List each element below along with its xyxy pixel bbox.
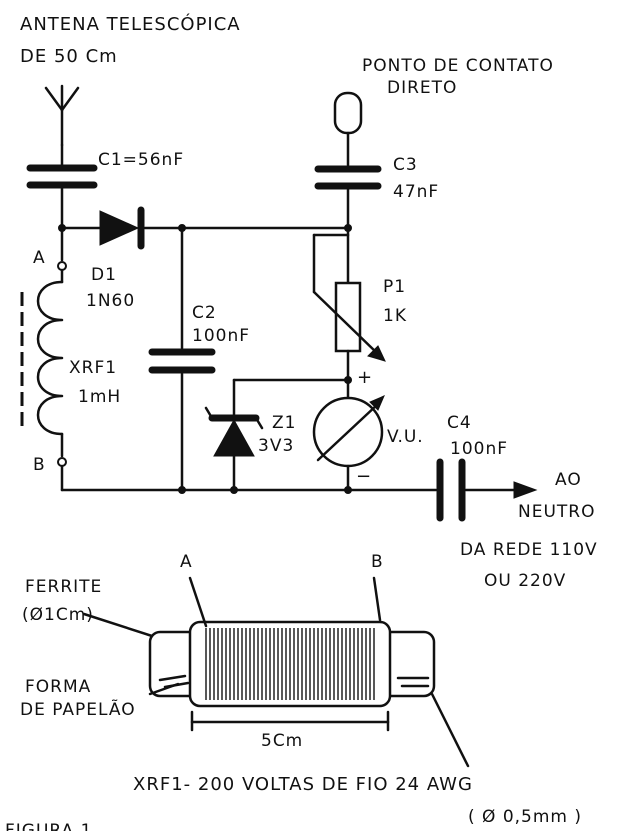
- ao-label-line4: OU 220V: [484, 571, 566, 591]
- c1-label: C1=56nF: [98, 150, 184, 170]
- coil-construction-drawing: [82, 576, 470, 768]
- d1-diode: [99, 206, 145, 250]
- wire-diameter-label: ( Ø 0,5mm ): [468, 807, 582, 827]
- forma-label-line1: FORMA: [25, 677, 91, 697]
- vu-plus-label: +: [357, 367, 373, 388]
- ao-label-line1: AO: [555, 470, 582, 490]
- ao-label-line3: DA REDE 110V: [460, 540, 598, 560]
- vu-minus-label: −: [356, 466, 372, 487]
- z1-zener: [204, 378, 350, 492]
- figure-label: FIGURA 1: [5, 821, 92, 831]
- ferrite-label-line1: FERRITE: [25, 577, 102, 597]
- c3-value-label: 47nF: [393, 182, 439, 202]
- length-label: 5Cm: [261, 731, 303, 751]
- c3-name-label: C3: [393, 155, 418, 175]
- antenna-label-line2: DE 50 Cm: [20, 46, 118, 67]
- d1-value-label: 1N60: [86, 291, 135, 311]
- d1-name-label: D1: [91, 265, 117, 285]
- c4-name-label: C4: [447, 413, 472, 433]
- z1-value-label: 3V3: [258, 436, 294, 456]
- contact-probe: [333, 91, 363, 167]
- xrf1-coil: [20, 226, 67, 492]
- c1-capacitor: [26, 143, 98, 230]
- antenna-label-line1: ANTENA TELESCÓPICA: [20, 13, 241, 35]
- contact-point-label-line1: PONTO DE CONTATO: [362, 56, 554, 76]
- c2-value-label: 100nF: [192, 326, 250, 346]
- antenna-symbol: [44, 84, 80, 147]
- forma-label-line2: DE PAPELÃO: [20, 698, 136, 720]
- c3-capacitor: [314, 165, 382, 230]
- vu-label: V.U.: [387, 427, 424, 447]
- vu-meter: [312, 378, 385, 492]
- c4-value-label: 100nF: [450, 439, 508, 459]
- z1-name-label: Z1: [272, 413, 296, 433]
- c2-capacitor: [148, 226, 216, 492]
- p1-value-label: 1K: [383, 306, 407, 326]
- ferrite-label-line2: (Ø1Cm): [22, 605, 94, 625]
- coil-windings: [205, 628, 375, 700]
- node-b-label: B: [33, 455, 46, 475]
- xrf1-value-label: 1mH: [78, 387, 121, 407]
- node-a-label: A: [33, 248, 46, 268]
- xrf1-name-label: XRF1: [69, 358, 117, 378]
- contact-point-label-line2: DIRETO: [387, 78, 457, 98]
- ao-label-line2: NEUTRO: [518, 502, 595, 522]
- coil-b-label: B: [371, 552, 384, 572]
- c2-name-label: C2: [192, 303, 217, 323]
- coil-a-label: A: [180, 552, 193, 572]
- p1-name-label: P1: [383, 277, 406, 297]
- c4-capacitor: [436, 458, 538, 522]
- bottom-rail-wire: [60, 486, 438, 494]
- xrf1-spec-label: XRF1- 200 VOLTAS DE FIO 24 AWG: [133, 774, 473, 795]
- p1-potentiometer: [312, 226, 386, 384]
